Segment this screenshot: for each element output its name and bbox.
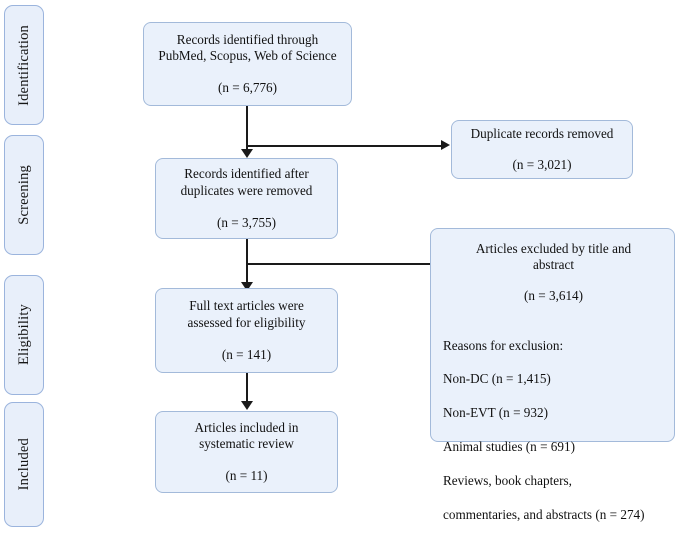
- connector-line-fulltext-to-included: [246, 373, 248, 405]
- node-duplicates-removed-title: Duplicate records removed: [470, 126, 614, 142]
- stage-label-included: Included: [15, 438, 32, 491]
- connector-arrow-to-duplicates: [441, 140, 450, 150]
- node-records-identified-title: Records identified through PubMed, Scopu…: [158, 31, 337, 63]
- connector-line-afterdup-to-fulltext: [246, 239, 248, 286]
- stage-label-screening: Screening: [15, 165, 32, 225]
- exclusion-reason-item: Animal studies (n = 691): [443, 438, 575, 454]
- node-articles-included: Articles included in systematic review (…: [155, 411, 338, 493]
- connector-arrow-afterdup-to-fulltext: [241, 282, 253, 291]
- exclusion-reason-item: Non-EVT (n = 932): [443, 405, 548, 421]
- stage-box-included: Included: [4, 402, 44, 527]
- connector-line-to-excluded: [247, 263, 433, 265]
- node-articles-excluded-reasons: Reasons for exclusion: Non-DC (n = 1,415…: [443, 321, 664, 533]
- connector-line-identified-to-afterdup: [246, 106, 248, 153]
- connector-line-to-duplicates: [247, 145, 443, 147]
- node-articles-excluded: Articles excluded by title and abstract …: [430, 228, 675, 522]
- node-records-identified-count: (n = 6,776): [217, 80, 278, 96]
- node-duplicates-removed: Duplicate records removed (n = 3,021): [451, 120, 633, 179]
- exclusion-reason-item: Non-DC (n = 1,415): [443, 371, 551, 387]
- node-full-text-assessed-count: (n = 141): [221, 346, 272, 362]
- connector-arrow-identified-to-afterdup: [241, 149, 253, 158]
- node-articles-excluded-title: Articles excluded by title and abstract: [475, 241, 632, 273]
- exclusion-reason-item: Reviews, book chapters,: [443, 472, 572, 488]
- node-records-identified: Records identified through PubMed, Scopu…: [143, 22, 352, 106]
- stage-box-eligibility: Eligibility: [4, 275, 44, 395]
- exclusion-reasons-heading: Reasons for exclusion:: [443, 337, 564, 353]
- node-records-after-duplicates: Records identified after duplicates were…: [155, 158, 338, 239]
- node-records-after-duplicates-count: (n = 3,755): [216, 214, 277, 230]
- connector-arrow-fulltext-to-included: [241, 401, 253, 410]
- stage-box-screening: Screening: [4, 135, 44, 255]
- stage-label-eligibility: Eligibility: [15, 304, 32, 366]
- node-full-text-assessed: Full text articles were assessed for eli…: [155, 288, 338, 373]
- node-duplicates-removed-count: (n = 3,021): [512, 156, 572, 172]
- node-full-text-assessed-title: Full text articles were assessed for eli…: [187, 298, 306, 330]
- node-articles-included-count: (n = 11): [225, 468, 268, 484]
- stage-label-identification: Identification: [15, 24, 32, 106]
- node-articles-excluded-count: (n = 3,614): [523, 287, 584, 303]
- node-articles-included-title: Articles included in systematic review: [194, 419, 299, 451]
- exclusion-reason-item: commentaries, and abstracts (n = 274): [443, 506, 645, 522]
- stage-box-identification: Identification: [4, 5, 44, 125]
- node-records-after-duplicates-title: Records identified after duplicates were…: [180, 166, 313, 198]
